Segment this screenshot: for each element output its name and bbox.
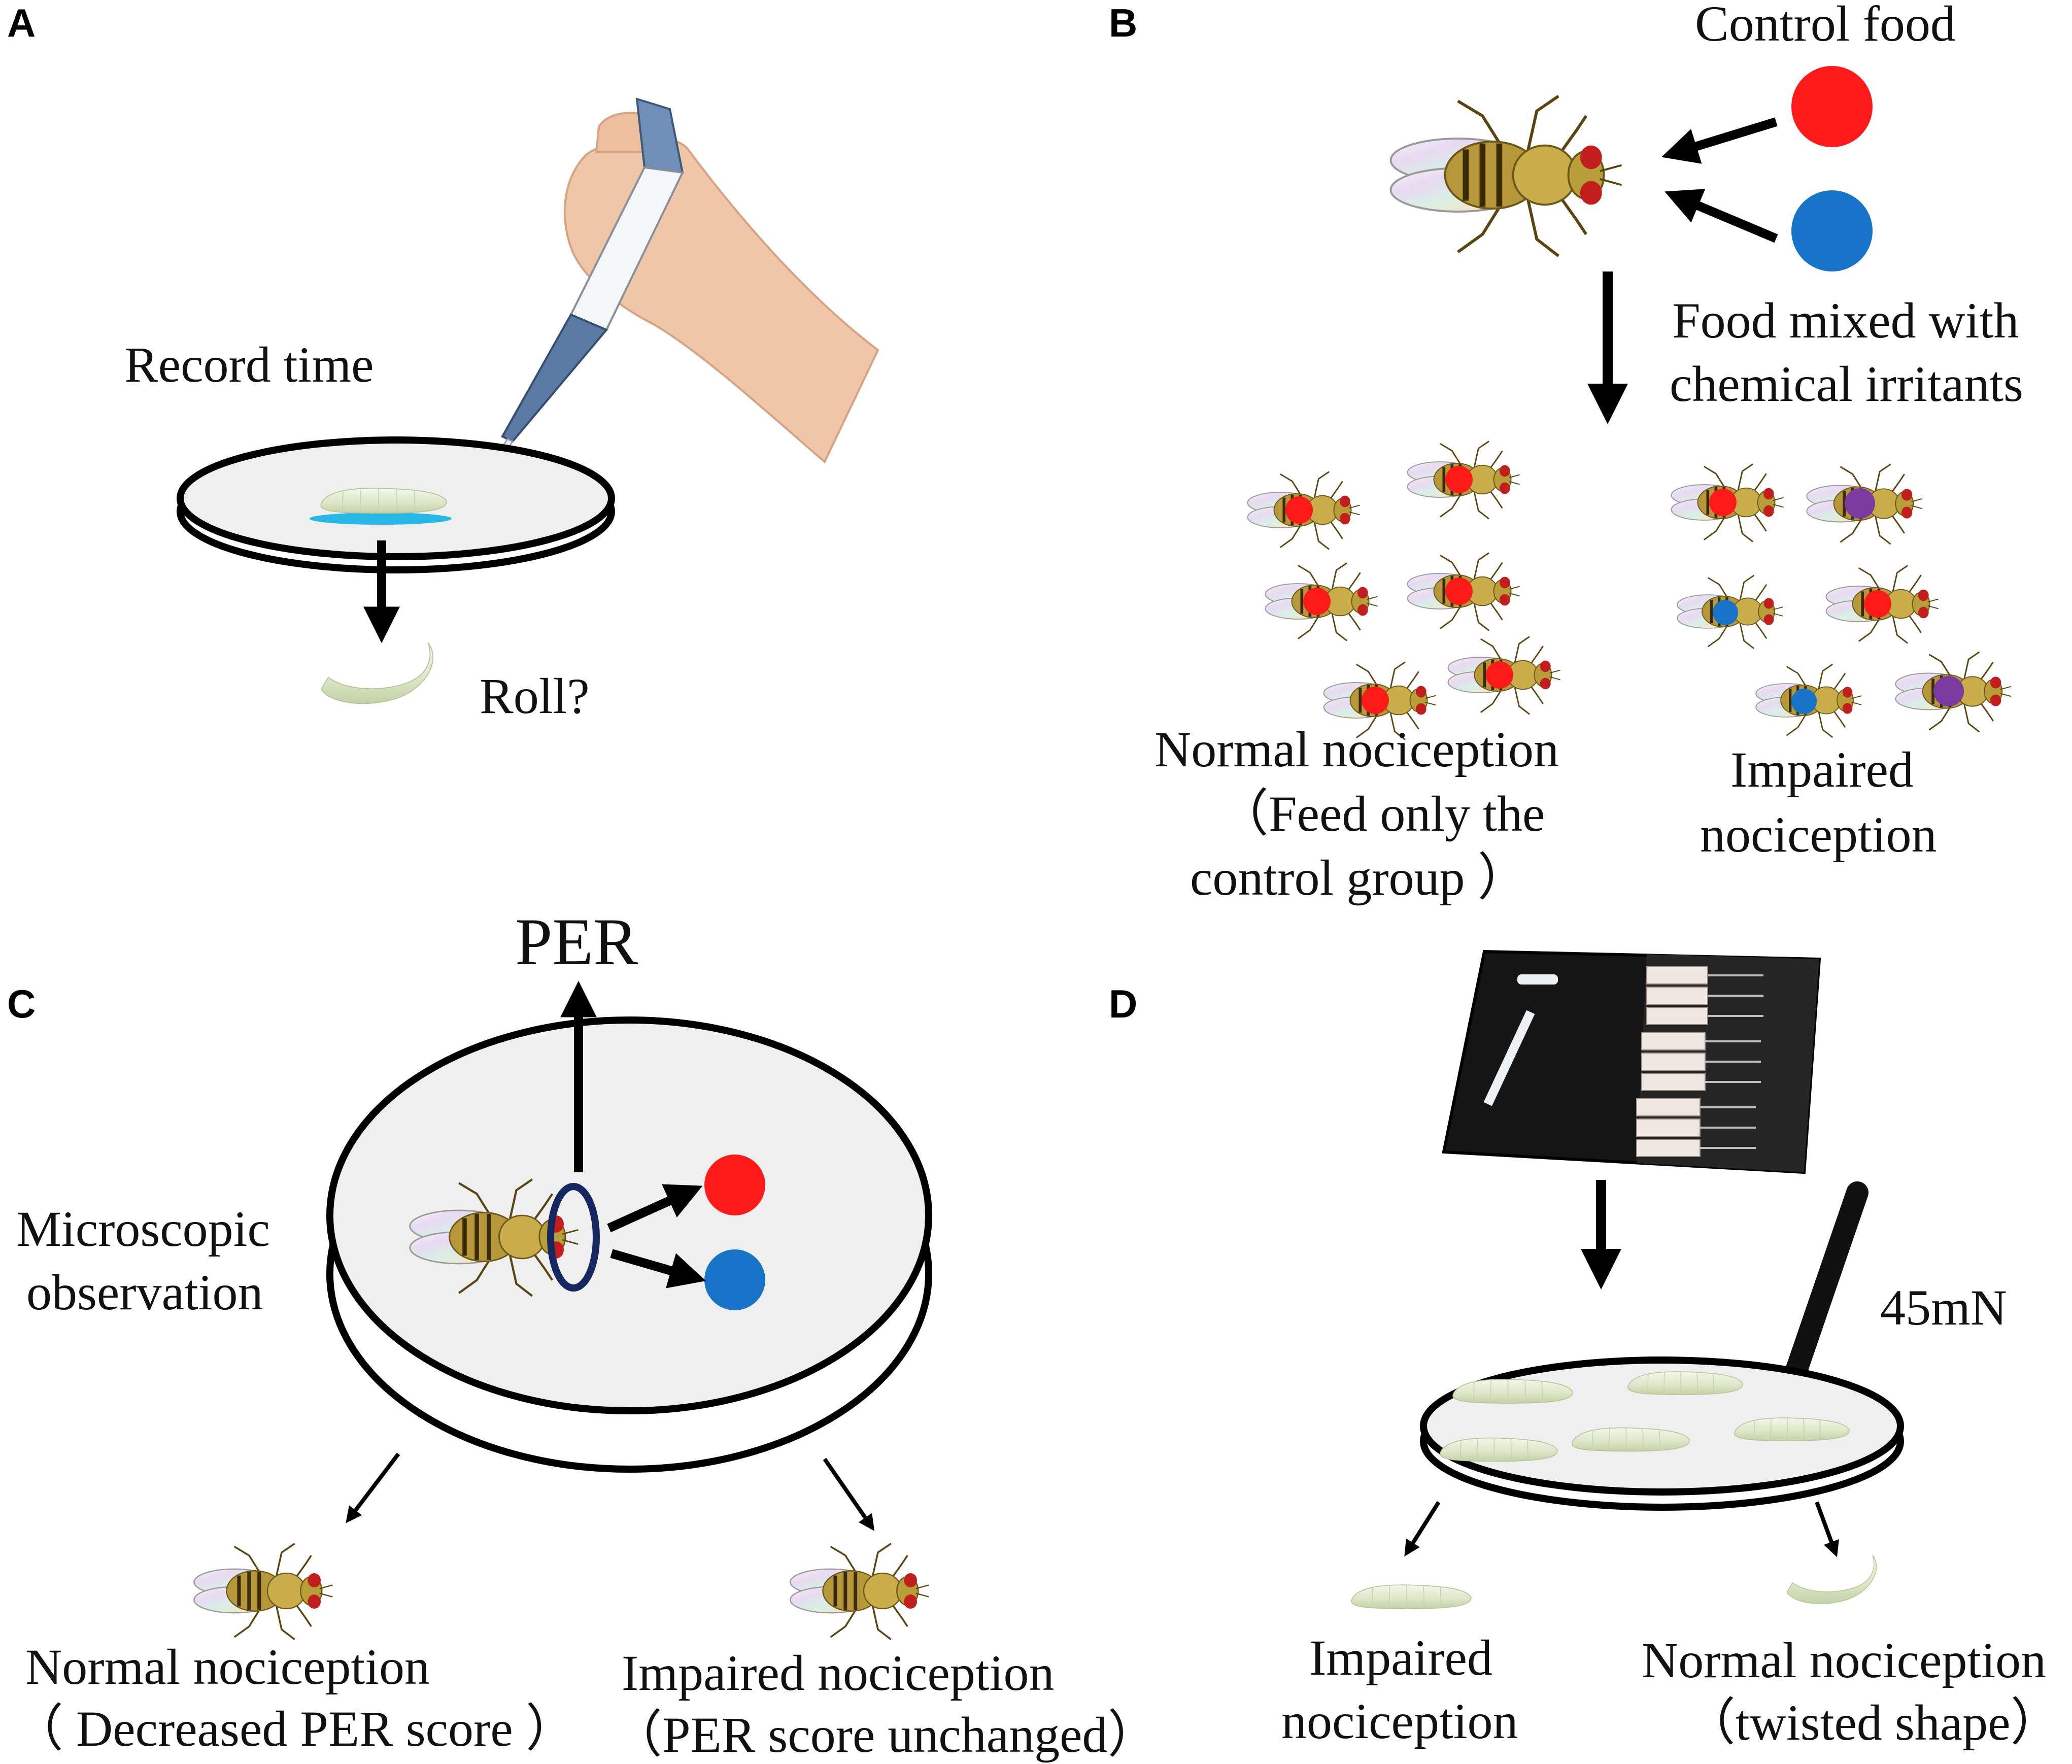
c-normal-nociception-label: Normal nociception [25, 1639, 430, 1695]
irritant-food-dot [1791, 190, 1873, 272]
panel-d: D [1109, 949, 2061, 1751]
larva-icon [320, 488, 447, 514]
d-impaired-nociception-line2: nociception [1281, 1693, 1518, 1749]
food-dot [1713, 600, 1738, 625]
arrow-icon [346, 1452, 400, 1523]
impaired-nociception-label-line2: nociception [1700, 806, 1937, 863]
arrow-icon [1665, 189, 1778, 243]
curled-larva-icon [320, 642, 434, 704]
food-dot [1303, 588, 1331, 615]
panel-b: B Control food Food mixed with chemical … [1109, 0, 2023, 906]
panel-letter-d: D [1109, 981, 1137, 1026]
arrow-icon [1661, 117, 1778, 164]
c-impaired-nociception-label: Impaired nociception [622, 1645, 1054, 1701]
arrow-icon [1815, 1501, 1839, 1557]
microscopic-label-line1: Microscopic [16, 1201, 270, 1257]
impaired-nociception-label-line1: Impaired [1730, 741, 1914, 798]
fly-icon [194, 1544, 332, 1640]
arrow-icon [1404, 1501, 1441, 1557]
larva-icon [1734, 1417, 1850, 1441]
d-normal-nociception-note: （twisted shape） [1685, 1694, 2061, 1751]
panel-letter-c: C [7, 981, 36, 1026]
control-food-label: Control food [1695, 0, 1956, 52]
c-impaired-nociception-note: （PER score unchanged） [612, 1707, 1159, 1763]
food-dot [1445, 466, 1473, 493]
record-time-label: Record time [124, 336, 374, 393]
impaired-fly-group [1672, 464, 2011, 737]
food-dot [1864, 590, 1891, 618]
roll-label: Roll? [480, 668, 590, 724]
larva-icon [1452, 1379, 1573, 1404]
force-label: 45mN [1880, 1279, 2007, 1336]
normal-nociception-note-line1: （Feed only the [1218, 786, 1545, 842]
food-dot [1486, 661, 1513, 689]
irritant-food-dot [704, 1249, 765, 1310]
normal-nociception-note-line2: control group ） [1190, 850, 1528, 906]
hand-pipette-icon [468, 97, 879, 501]
panel-letter-b: B [1109, 1, 1137, 45]
arrow-icon [607, 1184, 703, 1233]
larva-icon [1440, 1437, 1558, 1462]
food-dot [1362, 687, 1389, 714]
curled-larva-icon [1786, 1554, 1877, 1604]
food-dot [1933, 676, 1964, 706]
microscopic-label-line2: observation [26, 1264, 263, 1320]
fly-icon [1391, 96, 1622, 256]
fly-icon [790, 1544, 929, 1640]
larva-icon [1351, 1584, 1472, 1609]
per-label: PER [515, 904, 638, 979]
panel-c: C PER Microscopic observation Normal noc… [7, 904, 1159, 1763]
mixed-food-label-line2: chemical irritants [1670, 356, 2023, 412]
normal-fly-group [1248, 441, 1560, 739]
larva-icon [1572, 1427, 1690, 1452]
food-dot [1791, 689, 1817, 714]
panel-letter-a: A [7, 1, 36, 45]
proboscis-ring [547, 1183, 600, 1292]
food-dot [1445, 578, 1473, 605]
mixed-food-label-line1: Food mixed with [1672, 292, 2019, 349]
food-dot [1285, 496, 1313, 524]
food-dot [1709, 489, 1737, 516]
normal-nociception-label: Normal nociception [1154, 721, 1559, 777]
control-food-dot [1791, 66, 1873, 147]
control-food-dot [704, 1155, 765, 1215]
arrow-icon [610, 1249, 706, 1288]
arrow-icon [823, 1457, 875, 1531]
panel-a: A Record time Roll? [7, 1, 879, 724]
c-normal-nociception-note: （ Decreased PER score ） [13, 1701, 576, 1757]
larva-icon [1627, 1371, 1743, 1395]
d-normal-nociception-label: Normal nociception [1642, 1632, 2046, 1688]
d-impaired-nociception-line1: Impaired [1309, 1630, 1492, 1686]
food-dot [1845, 488, 1875, 519]
sample-drop [310, 513, 452, 525]
von-frey-kit-icon [1442, 949, 1821, 1174]
